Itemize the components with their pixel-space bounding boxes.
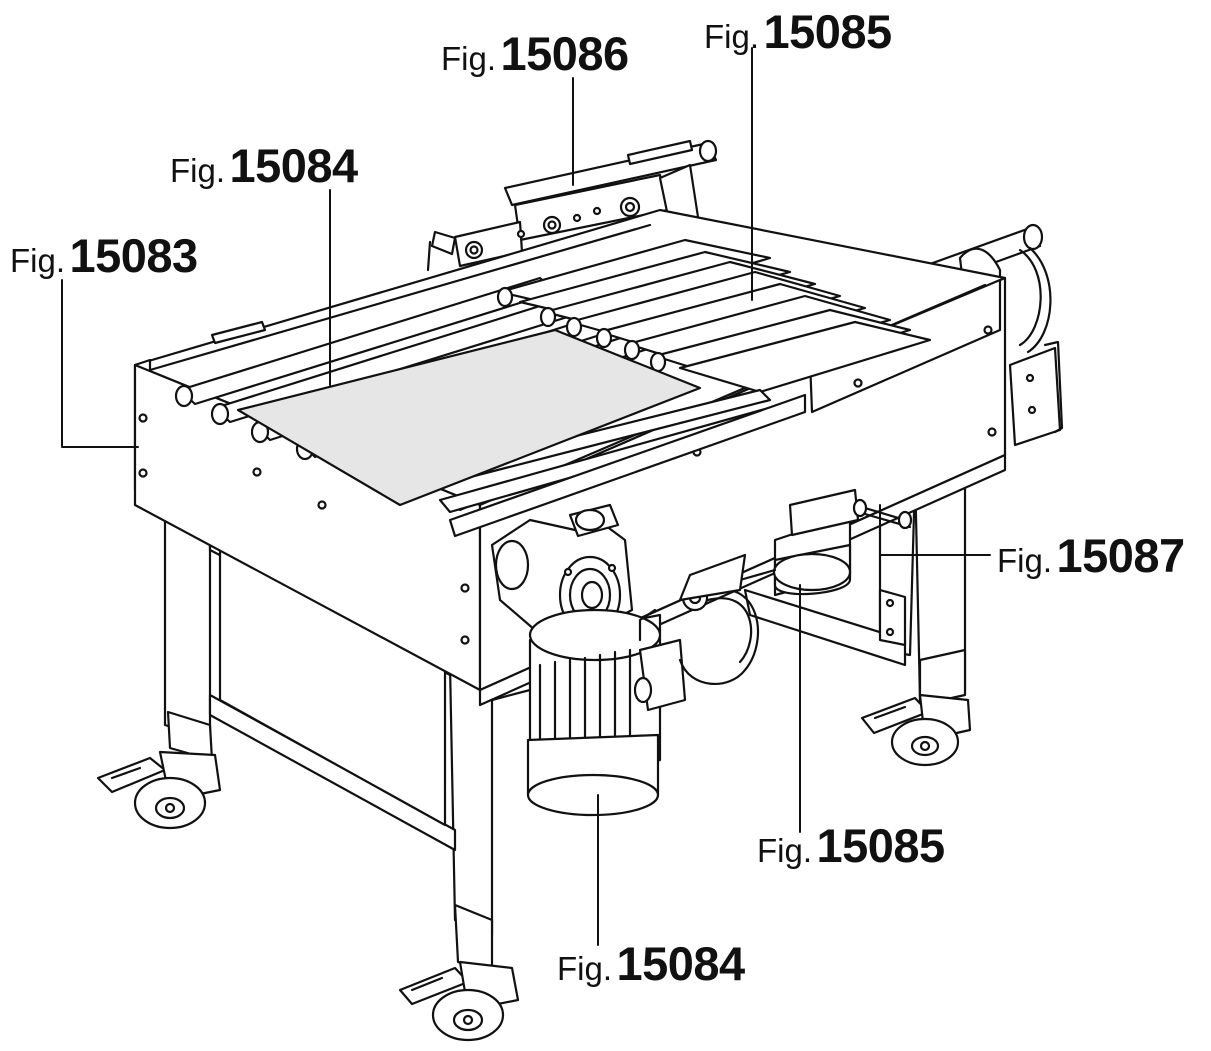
leader-lines [61,47,991,946]
callout-prefix: Fig. [757,832,813,869]
callout-prefix: Fig. [10,242,66,279]
callout-15083: Fig. 15083 [10,232,198,279]
conveyor-belt [236,328,702,507]
callout-prefix: Fig. [170,152,226,189]
callout-prefix: Fig. [704,18,760,55]
callout-15084-top: Fig. 15084 [170,142,358,189]
callout-number: 15085 [763,5,892,58]
leader-15087 [879,504,991,556]
callout-number: 15087 [1056,529,1185,582]
castor-front-right [398,960,520,1042]
callout-15085-bottom: Fig. 15085 [757,822,945,869]
callout-number: 15084 [229,139,358,192]
callout-15087: Fig. 15087 [997,532,1185,579]
callout-15085-top: Fig. 15085 [704,8,892,55]
leader-15083 [61,279,139,448]
callout-number: 15084 [616,937,745,990]
callout-prefix: Fig. [557,950,613,987]
callout-number: 15083 [69,229,198,282]
rear-motor [678,488,913,685]
castor-front-left [96,750,222,830]
gear-motor-front [490,503,687,817]
castor-rear-right [860,693,972,767]
callout-15086-top: Fig. 15086 [441,30,629,77]
callout-15084-bottom: Fig. 15084 [557,940,745,987]
callout-number: 15086 [500,27,629,80]
belt-cover-plate [448,393,807,538]
front-right-leg [448,663,494,977]
right-bracket [1008,340,1064,447]
callout-prefix: Fig. [441,40,497,77]
callout-prefix: Fig. [997,542,1053,579]
callout-number: 15085 [816,819,945,872]
